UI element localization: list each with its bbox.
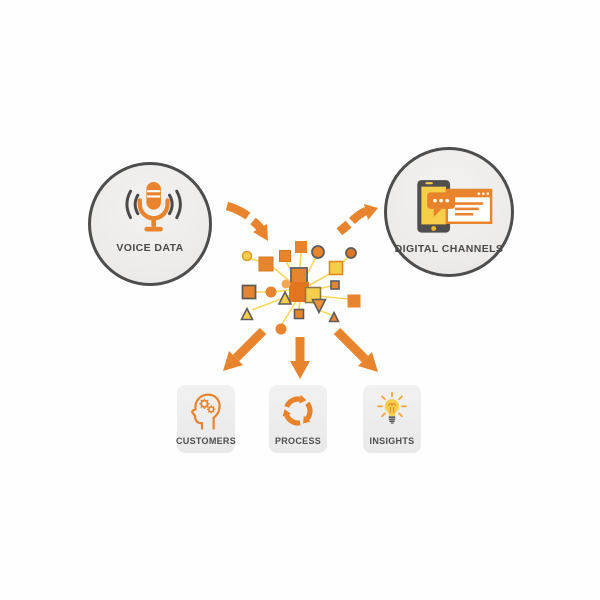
hub-shape-c <box>345 247 357 259</box>
arrow-hub-to-process <box>290 337 310 379</box>
microphone-icon <box>125 181 182 232</box>
voice-data-node: VOICE DATA <box>88 162 212 286</box>
digital-channels-label: DIGITAL CHANNELS <box>394 243 504 255</box>
phone-speaker <box>425 182 433 185</box>
customers-label: CUSTOMERS <box>175 436 237 446</box>
lightbulb-icon <box>377 391 407 424</box>
arrow-hub-to-insights <box>333 327 378 372</box>
hub-shape-r <box>330 280 340 290</box>
chat-bubble <box>427 192 455 218</box>
hub-shape-r <box>241 284 257 300</box>
sound-wave-left-outer <box>125 189 133 220</box>
hub-shape-t <box>328 310 340 323</box>
filament <box>388 403 396 413</box>
hub-shape-r <box>289 282 309 302</box>
hub-shape-c <box>311 245 325 259</box>
hub-shape-r <box>279 250 291 262</box>
hub-shape-r <box>290 267 308 285</box>
hub-link <box>320 310 332 316</box>
process-label: PROCESS <box>274 436 322 446</box>
hub-shape-r <box>258 256 274 272</box>
insights-label: INSIGHTS <box>369 436 415 446</box>
hub-shape-c <box>281 279 291 289</box>
gear-small <box>207 405 216 414</box>
phone-home-button <box>431 226 437 231</box>
hub-link <box>269 264 293 284</box>
arrow-hub-to-digital <box>336 204 378 236</box>
hub-shape-t <box>240 306 254 321</box>
process-card: PROCESS <box>269 385 327 453</box>
arrow-voice-to-hub <box>225 201 268 241</box>
hub-shape-c <box>241 250 253 262</box>
voice-data-label: VOICE DATA <box>116 242 184 254</box>
digital-channels-node: DIGITAL CHANNELS <box>384 147 514 277</box>
sound-wave-left-inner <box>133 193 140 216</box>
hub-shape-r <box>295 241 307 253</box>
sound-wave-right-outer <box>175 189 182 220</box>
gear-large <box>199 398 210 409</box>
hub-network-shapes <box>240 241 361 335</box>
hub-shape-c <box>265 286 277 298</box>
hub-shape-r <box>347 294 361 308</box>
customers-card: CUSTOMERS <box>175 385 237 453</box>
sound-wave-right-inner <box>168 193 174 216</box>
hub-shape-c <box>275 323 287 335</box>
light-rays <box>377 391 407 418</box>
hub-shape-t <box>277 290 293 305</box>
hub-shape-r <box>293 308 305 320</box>
arrow-hub-to-customers <box>223 327 267 371</box>
phone-browser-icon <box>417 180 493 233</box>
insights-card: INSIGHTS <box>363 385 421 453</box>
bulb-base <box>388 416 396 424</box>
hub-link <box>281 299 298 325</box>
hub-shape-r <box>328 260 344 276</box>
head-gears-icon <box>191 393 221 430</box>
hub-shape-t <box>311 298 327 315</box>
cycle-arrows-icon <box>282 394 313 426</box>
